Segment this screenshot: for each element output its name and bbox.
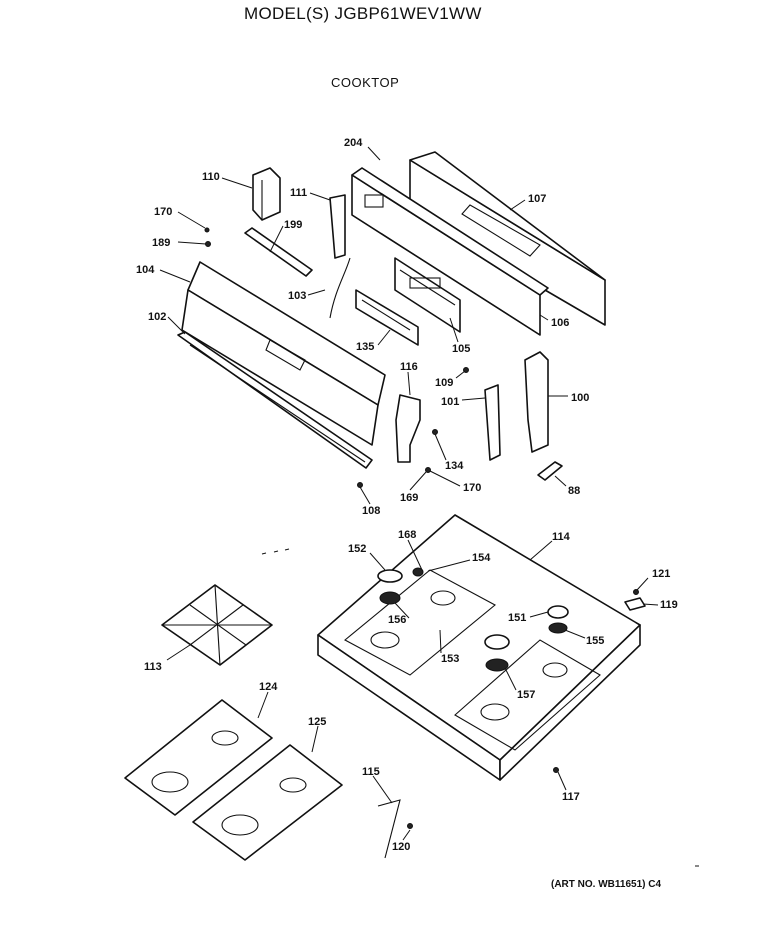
part-152-cap — [377, 569, 403, 583]
callout-120: 120 — [392, 841, 410, 853]
part-125-drip-pan — [192, 744, 343, 861]
callout-116: 116 — [400, 361, 418, 373]
part-121-screw — [633, 589, 639, 595]
part-115-rod — [377, 799, 401, 859]
callout-103: 103 — [288, 290, 306, 302]
callout-115: 115 — [362, 766, 380, 778]
part-154-burner-head — [412, 567, 424, 577]
callout-117: 117 — [562, 791, 580, 803]
part-157-burner-head — [485, 658, 509, 672]
part-103-wire — [329, 257, 351, 319]
callout-121: 121 — [652, 568, 670, 580]
callout-110: 110 — [202, 171, 220, 183]
callout-157: 157 — [517, 689, 535, 701]
part-119-clip — [624, 597, 646, 611]
callout-105: 105 — [452, 343, 470, 355]
part-153-cap — [484, 634, 510, 650]
part-108-screw — [357, 482, 363, 488]
callout-154: 154 — [472, 552, 491, 564]
art-number: (ART NO. WB11651) C4 — [551, 879, 662, 890]
callout-170-b: 170 — [463, 482, 481, 494]
callout-153: 153 — [441, 653, 459, 665]
callout-88: 88 — [568, 485, 580, 497]
callout-204: 204 — [344, 137, 363, 149]
callout-108: 108 — [362, 505, 380, 517]
callout-114: 114 — [552, 531, 571, 543]
part-113-grate — [161, 584, 273, 666]
part-151-cap — [547, 605, 569, 619]
part-189-screw — [205, 241, 211, 247]
section-title: COOKTOP — [331, 75, 400, 90]
part-104-control-panel — [181, 261, 386, 446]
callout-101: 101 — [441, 396, 459, 408]
leader-lines — [159, 146, 659, 841]
callout-170-a: 170 — [154, 206, 172, 218]
part-100-side-trim — [524, 351, 549, 453]
part-155-burner-head — [548, 622, 568, 634]
callout-135: 135 — [356, 341, 374, 353]
callout-labels: 204 107 110 111 170 199 189 104 103 106 … — [136, 137, 678, 853]
part-134-screw — [432, 429, 438, 435]
callout-156: 156 — [388, 614, 406, 626]
callout-100: 100 — [571, 392, 589, 404]
callout-109: 109 — [435, 377, 453, 389]
callout-155: 155 — [586, 635, 604, 647]
part-116-side-bracket — [395, 394, 421, 463]
callout-134: 134 — [445, 460, 464, 472]
part-169-screw — [425, 467, 431, 473]
callout-111: 111 — [290, 187, 307, 199]
callout-199: 199 — [284, 219, 302, 231]
callout-169: 169 — [400, 492, 418, 504]
part-156-burner-head — [379, 591, 401, 605]
callout-106: 106 — [551, 317, 569, 329]
callout-104: 104 — [136, 264, 155, 276]
part-105-control-board — [394, 257, 461, 333]
model-title: MODEL(S) JGBP61WEV1WW — [244, 4, 482, 23]
part-124-drip-pan — [124, 699, 273, 816]
callout-152: 152 — [348, 543, 366, 555]
part-111-bracket — [329, 194, 346, 259]
part-102-trim — [177, 331, 373, 469]
callout-107: 107 — [528, 193, 546, 205]
callout-124: 124 — [259, 681, 278, 693]
part-110-block — [252, 167, 281, 221]
part-135-overlay — [355, 289, 419, 346]
part-88-tab — [537, 461, 563, 481]
callout-189: 189 — [152, 237, 170, 249]
callout-119: 119 — [660, 599, 678, 611]
part-199-bar — [244, 227, 313, 277]
callout-151: 151 — [508, 612, 526, 624]
part-170-screw — [204, 227, 210, 233]
callout-125: 125 — [308, 716, 326, 728]
stray-marks — [261, 548, 699, 867]
part-117-screw — [553, 767, 559, 773]
callout-102: 102 — [148, 311, 166, 323]
callout-113: 113 — [144, 661, 162, 673]
part-101-bracket — [484, 384, 501, 461]
part-106-manifold-panel — [351, 167, 549, 336]
part-120-screw — [407, 823, 413, 829]
callout-168: 168 — [398, 529, 416, 541]
